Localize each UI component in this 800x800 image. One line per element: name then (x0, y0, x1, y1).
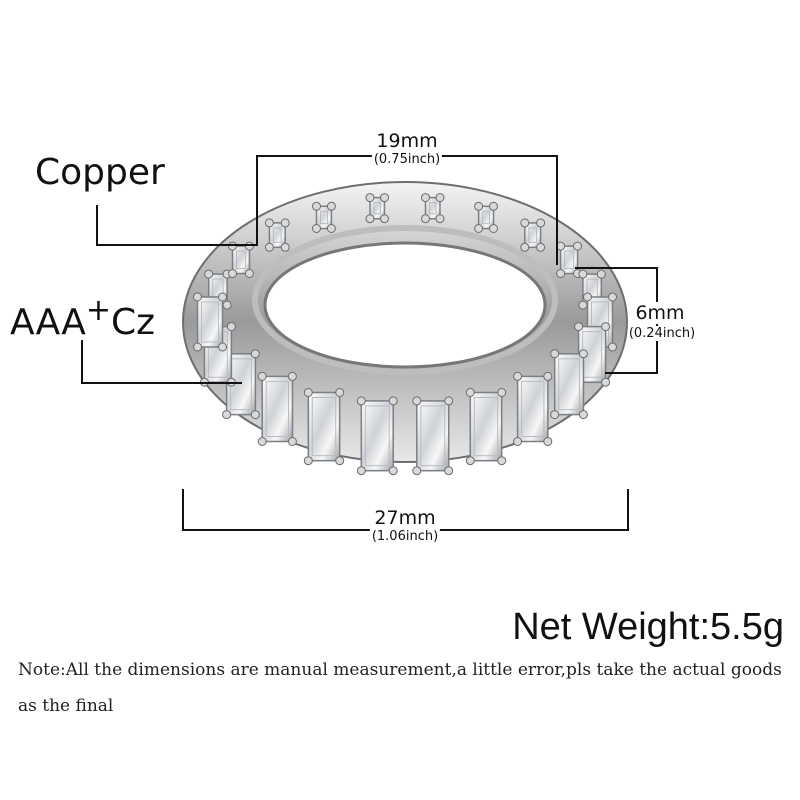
material-label: Copper (35, 152, 165, 193)
baguette-stone (412, 396, 454, 476)
cz-leader-line (81, 340, 242, 384)
baguette-stone (520, 218, 546, 252)
bottom-dimension-inch: (1.06inch) (369, 529, 441, 544)
stone-label: AAA+Cz (10, 293, 156, 343)
bottom-dimension-mm: 27mm (370, 507, 440, 529)
baguette-stone (303, 388, 345, 466)
baguette-stone (550, 349, 588, 420)
stone-label-aaa: AAA (10, 302, 86, 343)
baguette-stone (421, 193, 445, 224)
baguette-stone (365, 193, 389, 224)
baguette-stone (583, 292, 617, 352)
baguette-stone (556, 241, 582, 278)
baguette-stone (257, 371, 297, 446)
front-stone-row (193, 292, 617, 476)
baguette-stone (228, 241, 254, 278)
baguette-stone (513, 371, 553, 446)
baguette-stone (264, 218, 290, 252)
top-dimension-inch: (0.75inch) (371, 152, 443, 167)
back-stone-row (204, 193, 606, 310)
stone-label-cz: Cz (111, 302, 156, 343)
measurement-note: Note:All the dimensions are manual measu… (18, 660, 782, 716)
baguette-stone (312, 201, 336, 233)
baguette-stone (193, 292, 227, 352)
top-dimension-mm: 19mm (372, 130, 442, 152)
stone-label-plus: + (85, 293, 112, 328)
right-dimension-inch: (0.24inch) (628, 326, 696, 341)
baguette-stone (465, 388, 507, 466)
ring-inner (263, 241, 547, 369)
net-weight: Net Weight:5.5g (512, 606, 784, 648)
right-dimension-mm: 6mm (631, 302, 689, 324)
baguette-stone (356, 396, 398, 476)
baguette-stone (474, 201, 498, 233)
copper-leader-line (96, 205, 258, 246)
